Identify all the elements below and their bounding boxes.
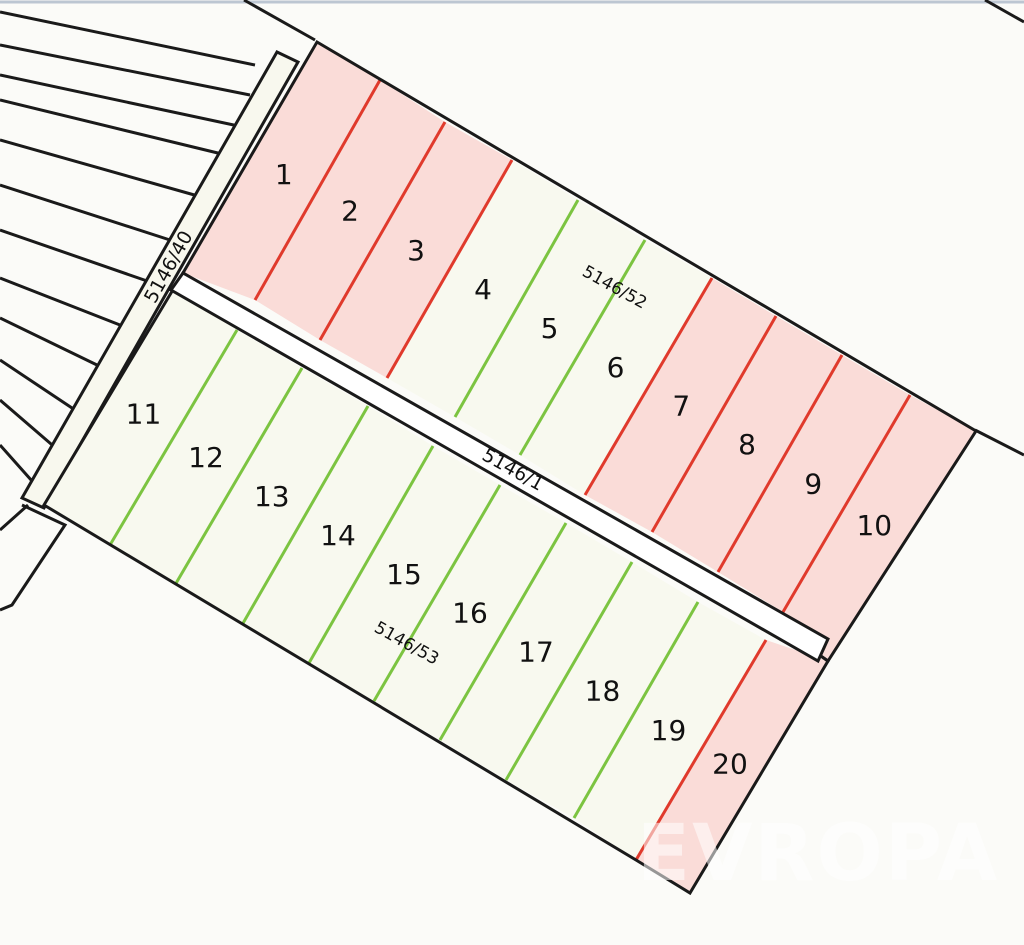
plot-11[interactable]: [44, 273, 237, 545]
plot-10[interactable]: [783, 395, 976, 661]
neighbor-line: [0, 183, 171, 242]
neighbor-line: [0, 503, 68, 612]
neighbor-line: [0, 98, 227, 157]
plot-number-6: 6: [607, 351, 625, 384]
plot-number-19: 19: [651, 714, 687, 747]
plot-number-11: 11: [126, 397, 162, 430]
plot-divider-19-20: [634, 639, 768, 861]
neighbor-parcels: [0, 0, 1024, 612]
plot-2[interactable]: [255, 80, 445, 340]
plot-number-4: 4: [474, 273, 492, 306]
plot-divider-1-2: [253, 79, 382, 301]
plot-number-10: 10: [856, 509, 892, 542]
plot-divider-11-12: [108, 329, 239, 546]
plot-18[interactable]: [506, 562, 698, 818]
neighbor-line: [0, 503, 29, 532]
plot-number-7: 7: [672, 389, 690, 422]
neighbor-line: [0, 73, 244, 129]
neighbor-line: [0, 228, 151, 284]
plot-number-18: 18: [585, 675, 621, 708]
plot-4[interactable]: [387, 160, 578, 417]
plot-12[interactable]: [110, 330, 302, 585]
plot-number-3: 3: [407, 234, 425, 267]
plot-16[interactable]: [374, 485, 566, 740]
plot-13[interactable]: [175, 368, 368, 625]
plot-number-9: 9: [804, 468, 822, 501]
plot-number-14: 14: [320, 519, 356, 552]
plots-layer: [44, 42, 976, 893]
neighbor-line: [0, 358, 76, 412]
road-5146-1: [168, 271, 830, 664]
plot-divider-5-6: [518, 239, 647, 456]
plot-divider-16-17: [438, 522, 568, 741]
plot-number-1: 1: [275, 158, 293, 191]
watermark: EVROPA: [637, 809, 999, 899]
plot-divider-3-4: [385, 159, 514, 379]
plot-number-2: 2: [341, 195, 359, 228]
neighbor-line: [0, 10, 256, 67]
plot-5[interactable]: [455, 200, 645, 455]
plot-15[interactable]: [309, 446, 500, 701]
neighbor-line: [974, 428, 1024, 457]
plot-3[interactable]: [320, 122, 512, 378]
plot-number-16: 16: [452, 596, 488, 629]
plot-7[interactable]: [585, 278, 776, 532]
plot-number-15: 15: [386, 558, 422, 591]
neighbor-line: [0, 398, 59, 452]
neighbor-line: [0, 138, 206, 200]
plot-divider-14-15: [307, 445, 435, 664]
plot-8[interactable]: [652, 316, 842, 572]
plot-divider-6-7: [583, 277, 714, 496]
plot-divider-12-13: [173, 367, 304, 586]
plot-number-20: 20: [712, 748, 748, 781]
plot-number-5: 5: [541, 312, 559, 345]
plot-20[interactable]: [636, 640, 828, 893]
neighbor-line: [0, 316, 98, 367]
plot-divider-8-9: [716, 354, 844, 573]
plot-divider-15-16: [372, 484, 502, 702]
plot-1[interactable]: [183, 42, 380, 300]
plot-divider-2-3: [318, 121, 447, 341]
plot-9[interactable]: [718, 355, 910, 612]
plot-divider-7-8: [650, 315, 778, 533]
plot-divider-17-18: [504, 561, 634, 781]
neighbor-line: [984, 0, 1024, 24]
neighbor-line: [0, 43, 251, 97]
plot-divider-13-14: [240, 405, 370, 626]
plot-17[interactable]: [440, 523, 632, 780]
plot-divider-18-19: [572, 601, 700, 819]
neighbor-line: [243, 0, 316, 42]
plot-number-13: 13: [254, 480, 290, 513]
plot-6[interactable]: [520, 240, 712, 495]
road-5146-40: [19, 50, 301, 510]
plot-number-17: 17: [518, 635, 554, 668]
plot-19[interactable]: [574, 602, 766, 860]
plot-divider-4-5: [453, 199, 580, 418]
neighbor-line: [0, 276, 121, 327]
plot-number-12: 12: [188, 441, 224, 474]
plot-14[interactable]: [242, 406, 433, 663]
plot-number-8: 8: [738, 428, 756, 461]
plot-divider-9-10: [781, 394, 912, 613]
